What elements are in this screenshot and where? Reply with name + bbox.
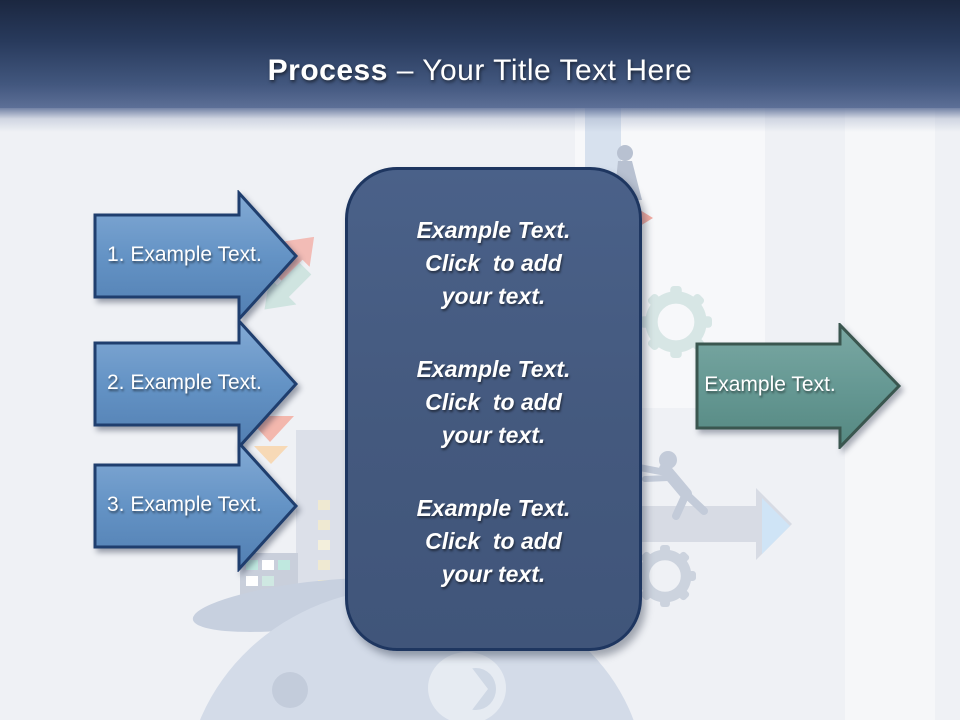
center-text-panel[interactable]: Example Text. Click to add your text. Ex… (345, 167, 642, 651)
watermark-window (262, 576, 274, 586)
watermark-window (246, 560, 258, 570)
watermark-window (318, 560, 330, 570)
panel-text-block-1[interactable]: Example Text. Click to add your text. (416, 217, 571, 309)
blue-arrow-shape-icon (93, 318, 299, 450)
watermark-gray-arrow (628, 506, 758, 542)
panel-text-block-2[interactable]: Example Text. Click to add your text. (416, 356, 571, 448)
result-arrow-label[interactable]: Example Text. (704, 373, 836, 396)
step-2-label[interactable]: 2. Example Text. (107, 371, 262, 394)
watermark-window (262, 560, 274, 570)
watermark-red-arrow-fragment (640, 210, 653, 226)
process-step-arrow-1[interactable]: 1. Example Text. (93, 190, 301, 322)
watermark-head-dot (272, 672, 308, 708)
watermark-window (318, 540, 330, 550)
watermark-triangle (254, 446, 288, 464)
header-shadow (0, 108, 960, 132)
watermark-window (318, 520, 330, 530)
watermark-pusher-person-icon (638, 451, 708, 520)
process-step-arrow-2[interactable]: 2. Example Text. (93, 318, 301, 450)
step-3-label[interactable]: 3. Example Text. (107, 493, 262, 516)
step-1-label[interactable]: 1. Example Text. (107, 243, 262, 266)
slide-title-bold: Process (267, 54, 388, 87)
result-arrow[interactable]: Example Text. (695, 323, 903, 449)
panel-text-block-3[interactable]: Example Text. Click to add your text. (416, 495, 571, 587)
blue-arrow-shape-icon (93, 190, 299, 322)
watermark-window (246, 576, 258, 586)
slide-title[interactable]: Process – Your Title Text Here (0, 54, 960, 88)
slide-title-rest: – Your Title Text Here (387, 54, 693, 87)
slide-header-bar (0, 0, 960, 108)
process-step-arrow-3[interactable]: 3. Example Text. (93, 440, 301, 572)
blue-arrow-shape-icon (93, 440, 299, 572)
teal-arrow-shape-icon (695, 323, 902, 449)
watermark-window (318, 500, 330, 510)
watermark-window (278, 560, 290, 570)
watermark-gear-icon (634, 545, 696, 607)
watermark-blue-arrow-head (762, 498, 790, 554)
